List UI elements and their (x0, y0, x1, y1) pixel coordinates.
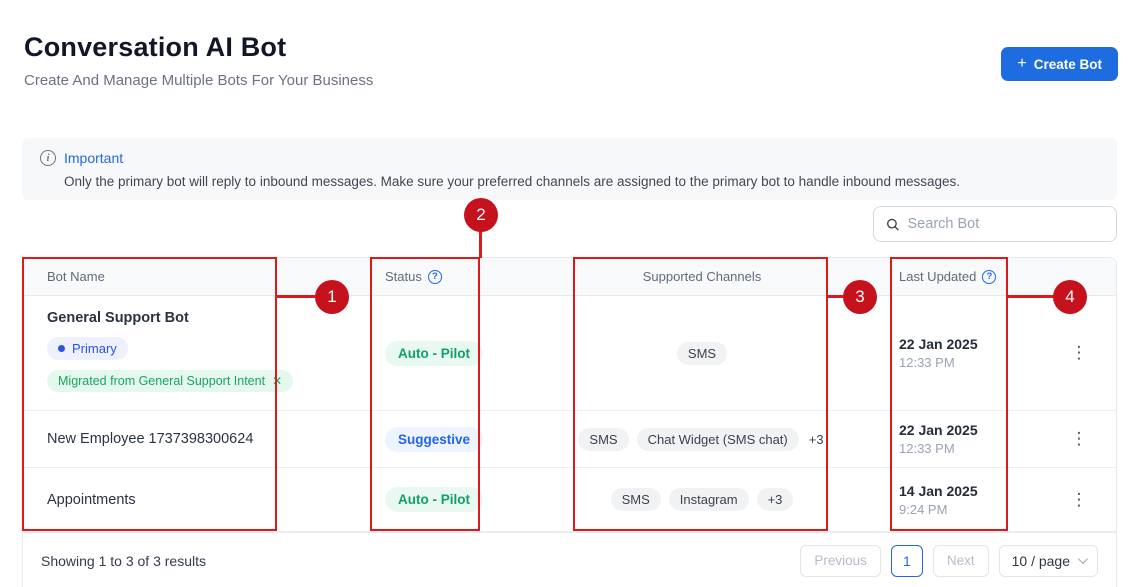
info-icon: i (40, 150, 56, 166)
status-badge: Suggestive (385, 426, 484, 452)
help-icon[interactable]: ? (982, 269, 997, 284)
last-updated-time: 12:33 PM (899, 441, 955, 456)
table-header-row: Bot Name Status ? Supported Channels Las… (23, 258, 1116, 296)
annotation-circle-2: 2 (464, 198, 498, 232)
search-box[interactable] (873, 206, 1117, 242)
table-row: Appointments Auto - Pilot SMS Instagram … (23, 468, 1116, 532)
status-badge: Auto - Pilot (385, 340, 483, 366)
last-updated-date: 14 Jan 2025 (899, 482, 978, 499)
last-updated-date: 22 Jan 2025 (899, 336, 978, 352)
search-input[interactable] (907, 216, 1104, 232)
status-badge: Auto - Pilot (385, 487, 483, 512)
last-updated-date: 22 Jan 2025 (899, 422, 978, 438)
search-icon (887, 218, 899, 230)
banner-title: Important (64, 150, 124, 166)
current-page-button[interactable]: 1 (890, 544, 923, 577)
help-icon[interactable]: ? (427, 269, 442, 284)
kebab-menu-icon[interactable]: ⋮ (1070, 343, 1088, 363)
bot-name[interactable]: Appointments (47, 491, 136, 508)
channel-pill: SMS (578, 427, 629, 451)
bot-name[interactable]: General Support Bot (47, 310, 189, 326)
bot-name[interactable]: New Employee 1737398300624 (47, 431, 254, 447)
column-header-last-updated: Last Updated ? (852, 258, 1042, 295)
bots-table: Bot Name Status ? Supported Channels Las… (22, 257, 1117, 587)
page-header: Conversation AI Bot Create And Manage Mu… (24, 32, 1118, 89)
page-size-select[interactable]: 10 / page (998, 544, 1098, 577)
previous-page-button[interactable]: Previous (800, 544, 881, 577)
annotation-line-2 (479, 228, 482, 258)
table-row: General Support Bot Primary Migrated fro… (23, 296, 1116, 411)
close-icon[interactable]: ✕ (272, 374, 283, 388)
create-bot-label: Create Bot (1033, 56, 1102, 72)
page-title: Conversation AI Bot (24, 32, 287, 62)
primary-dot-icon (58, 345, 65, 352)
chevron-down-icon (1077, 554, 1088, 565)
column-header-bot-name: Bot Name (47, 269, 105, 284)
table-row: New Employee 1737398300624 Suggestive SM… (23, 411, 1116, 468)
migrated-badge: Migrated from General Support Intent ✕ (47, 370, 294, 392)
channel-overflow-count: +3 (756, 488, 794, 511)
pagination: Previous 1 Next 10 / page (800, 544, 1098, 577)
primary-badge: Primary (47, 337, 128, 360)
plus-icon: + (1017, 55, 1027, 72)
create-bot-button[interactable]: + Create Bot (1001, 47, 1118, 81)
channel-overflow-count: +3 (808, 431, 824, 447)
channel-pill: Chat Widget (SMS chat) (636, 427, 799, 451)
channel-pill: SMS (676, 341, 728, 365)
channel-pill: SMS (610, 488, 661, 511)
page-subtitle: Create And Manage Multiple Bots For Your… (24, 72, 374, 89)
next-page-button[interactable]: Next (932, 544, 989, 577)
last-updated-time: 9:24 PM (899, 501, 948, 517)
kebab-menu-icon[interactable]: ⋮ (1070, 429, 1088, 449)
column-header-status: Status ? (349, 258, 552, 295)
results-summary: Showing 1 to 3 of 3 results (41, 552, 206, 569)
banner-body: Only the primary bot will reply to inbou… (64, 174, 960, 189)
column-header-actions (1042, 258, 1116, 295)
last-updated-time: 12:33 PM (899, 355, 955, 370)
kebab-menu-icon[interactable]: ⋮ (1070, 489, 1088, 509)
important-banner: i Important Only the primary bot will re… (22, 138, 1117, 200)
column-header-supported-channels: Supported Channels (642, 269, 762, 284)
table-footer: Showing 1 to 3 of 3 results Previous 1 N… (23, 532, 1116, 587)
channel-pill: Instagram (668, 488, 749, 511)
